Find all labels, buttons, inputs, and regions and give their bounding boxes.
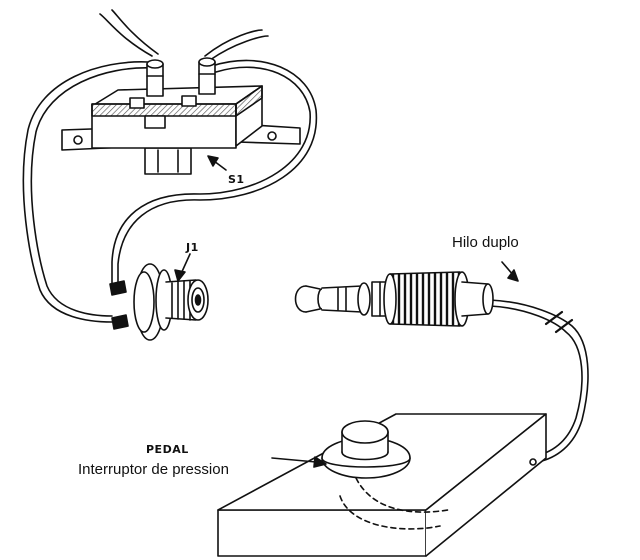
jack-j1-label: J1 <box>186 241 199 254</box>
wire-switch-left <box>99 9 159 57</box>
wire-switch-right <box>204 29 269 61</box>
j1-pointer-arrow <box>174 253 191 282</box>
switch-s1-label: S1 <box>228 173 245 186</box>
s1-pointer-arrow <box>207 155 227 171</box>
pedal-pushbutton <box>321 420 411 479</box>
phone-plug <box>294 271 494 327</box>
wire-cable-to-pedal <box>489 299 589 463</box>
cable-label: Hilo duplo <box>452 234 519 251</box>
cable-pointer-arrow <box>501 261 519 282</box>
pedal-switch-label: Interruptor de pression <box>78 461 229 478</box>
pedal-title: PEDAL <box>146 443 189 456</box>
pedal-switch-pointer-arrow <box>271 456 327 468</box>
wire-left-loop <box>22 61 153 323</box>
switch-s1 <box>61 57 301 175</box>
cable-break-mark <box>544 310 574 334</box>
wire-right-loop <box>111 59 318 287</box>
jack-j1 <box>109 263 209 341</box>
